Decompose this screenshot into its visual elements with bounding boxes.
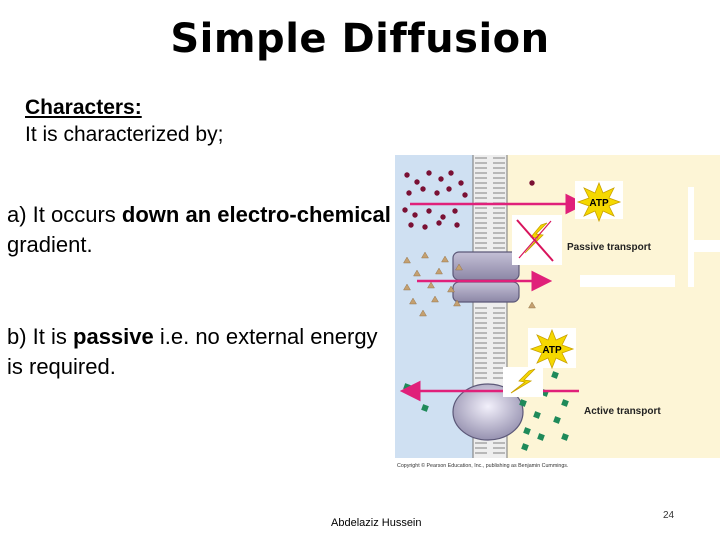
- solute-square: [523, 427, 531, 435]
- solute-triangle: [453, 299, 461, 307]
- solute-square: [537, 433, 545, 441]
- active-transport-label: Active transport: [584, 406, 661, 417]
- solute-triangle: [435, 267, 443, 275]
- atp-burst-bottom: ATP: [528, 328, 576, 370]
- solute-triangle: [403, 256, 411, 264]
- solute-square: [551, 371, 559, 379]
- ion-particle: [420, 186, 426, 192]
- solute-triangle: [431, 295, 439, 303]
- point-b-prefix: b) It is: [7, 324, 74, 349]
- no-energy-lightning: [512, 215, 562, 265]
- ion-particle: [436, 220, 442, 226]
- solute-triangle: [441, 255, 449, 263]
- ion-particle: [440, 214, 446, 220]
- ion-particle: [406, 190, 412, 196]
- ion-particle: [452, 208, 458, 214]
- point-b: b) It is passive i.e. no external energy…: [7, 322, 397, 382]
- energy-lightning: [503, 367, 543, 397]
- solute-square: [519, 399, 527, 407]
- ion-particle: [426, 208, 432, 214]
- ion-particle: [408, 222, 414, 228]
- atp-label-bottom: ATP: [542, 345, 562, 356]
- ion-particle: [414, 179, 420, 185]
- ion-particle: [529, 180, 535, 186]
- solute-triangle: [427, 281, 435, 289]
- solute-triangle: [413, 269, 421, 277]
- solute-square: [561, 433, 569, 441]
- solute-triangle: [419, 309, 427, 317]
- solute-triangle: [403, 283, 411, 291]
- atp-label-top: ATP: [589, 198, 609, 209]
- solute-triangle: [409, 297, 417, 305]
- slide-title: Simple Diffusion: [170, 16, 550, 62]
- channel-protein: [452, 251, 520, 303]
- characters-heading: Characters:: [25, 96, 142, 119]
- ion-particle: [462, 192, 468, 198]
- point-a-bold: down an electro-chemical: [121, 202, 391, 227]
- solute-square: [533, 411, 541, 419]
- ion-particle: [402, 207, 408, 213]
- point-b-suffix: i.e. no external energy is required.: [7, 324, 378, 379]
- solute-square: [521, 443, 529, 451]
- ion-particle: [412, 212, 418, 218]
- membrane-transport-figure: ATP ATP Passive transport Active transpo…: [395, 155, 720, 473]
- point-a-suffix: gradient.: [7, 232, 93, 257]
- ion-particle: [448, 170, 454, 176]
- solute-triangle: [421, 251, 429, 259]
- atp-burst-top: ATP: [575, 181, 623, 223]
- footer-author: Abdelaziz Hussein: [331, 517, 422, 529]
- solute-triangle: [447, 285, 455, 293]
- ion-particle: [454, 222, 460, 228]
- solute-square: [421, 404, 429, 412]
- ion-particle: [458, 180, 464, 186]
- ion-particle: [434, 190, 440, 196]
- point-b-bold: passive: [73, 324, 154, 349]
- ion-particle: [446, 186, 452, 192]
- point-a-prefix: a) It occurs: [7, 202, 122, 227]
- characters-intro: It is characterized by;: [25, 123, 224, 146]
- copyright-text: Copyright © Pearson Education, Inc., pub…: [397, 462, 568, 469]
- solute-square: [553, 416, 561, 424]
- passive-transport-label: Passive transport: [567, 242, 652, 253]
- solute-triangle: [455, 263, 463, 271]
- ion-particle: [426, 170, 432, 176]
- point-a: a) It occurs down an electro-chemical gr…: [7, 200, 397, 260]
- solute-triangle: [528, 301, 536, 309]
- ion-particle: [422, 224, 428, 230]
- ion-particle: [438, 176, 444, 182]
- carrier-protein: [452, 383, 524, 441]
- page-number: 24: [663, 510, 675, 521]
- ion-particle: [404, 172, 410, 178]
- solute-square: [561, 399, 569, 407]
